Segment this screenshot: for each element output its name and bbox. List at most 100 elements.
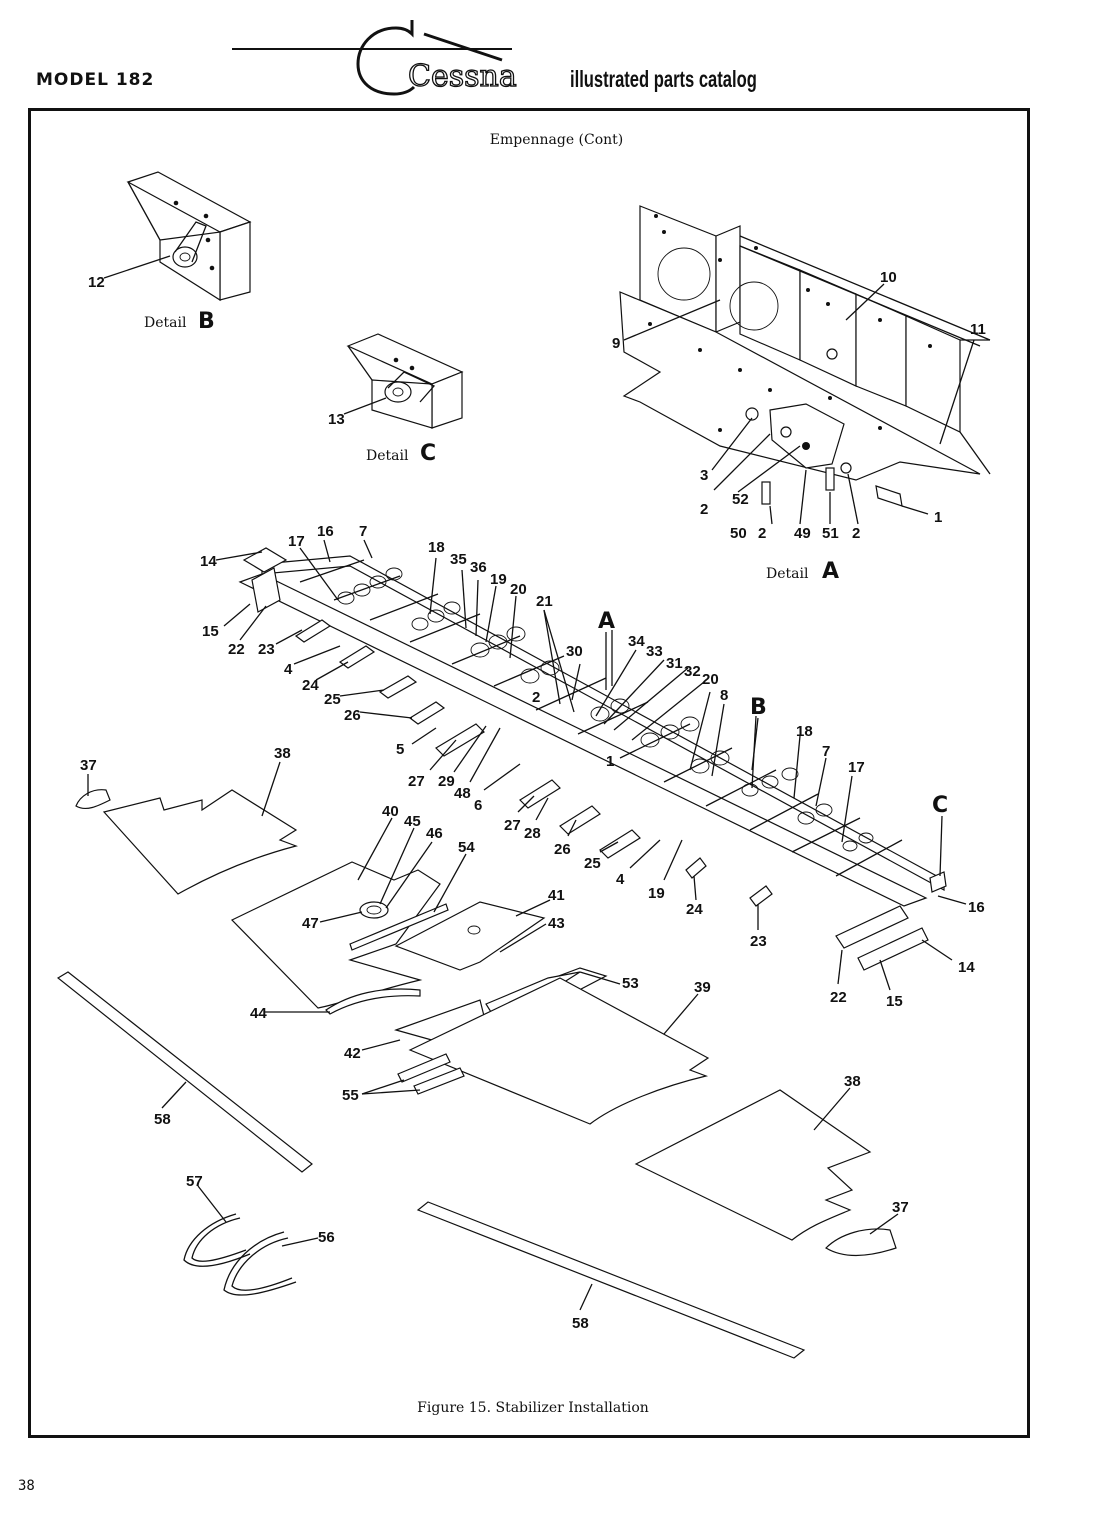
- callout-label: 12: [88, 274, 105, 291]
- callout-label: 51: [822, 525, 839, 542]
- callout-label: 18: [428, 539, 445, 556]
- callout-label: 40: [382, 803, 399, 820]
- callout-label: 30: [566, 643, 583, 660]
- callout-label: 20: [510, 581, 527, 598]
- callout-label: 39: [694, 979, 711, 996]
- callout-label: 44: [250, 1005, 267, 1022]
- callout-label: 41: [548, 887, 565, 904]
- callout-label: 56: [318, 1229, 335, 1246]
- callout-label: 24: [302, 677, 319, 694]
- detail-c-letter: C: [420, 441, 436, 466]
- callout-label: 14: [958, 959, 975, 976]
- callout-label: 37: [892, 1199, 909, 1216]
- detail-a-marker: A: [598, 609, 615, 634]
- callout-label: 58: [154, 1111, 171, 1128]
- callout-label: 50: [730, 525, 747, 542]
- callout-label: 13: [328, 411, 345, 428]
- callout-label: 24: [686, 901, 703, 918]
- catalog-subtitle: illustrated parts catalog: [570, 66, 757, 92]
- callout-label: 54: [458, 839, 475, 856]
- callout-label: 47: [302, 915, 319, 932]
- callout-label: 2: [532, 689, 540, 706]
- callout-label: 2: [852, 525, 860, 542]
- callout-label: 15: [886, 993, 903, 1010]
- callout-label: 17: [288, 533, 305, 550]
- callout-label: 37: [80, 757, 97, 774]
- detail-a-letter: A: [822, 559, 839, 584]
- detail-c-label: Detail: [366, 448, 409, 464]
- callout-label: 35: [450, 551, 467, 568]
- callout-label: 19: [648, 885, 665, 902]
- callout-label: 42: [344, 1045, 361, 1062]
- callout-label: 14: [200, 553, 217, 570]
- callout-label: 4: [284, 661, 293, 678]
- section-title: Empennage (Cont): [489, 132, 624, 148]
- callout-label: 22: [830, 989, 847, 1006]
- callout-label: 55: [342, 1087, 359, 1104]
- callout-label: 3: [700, 467, 708, 484]
- figure-caption: Figure 15. Stabilizer Installation: [417, 1400, 649, 1416]
- cessna-logo: Cessna: [356, 20, 517, 96]
- callout-label: 36: [470, 559, 487, 576]
- callout-label: 2: [700, 501, 708, 518]
- detail-b-marker: B: [750, 695, 767, 720]
- callout-label: 8: [720, 687, 728, 704]
- detail-a-label: Detail: [766, 566, 809, 582]
- cessna-wordmark: Cessna: [408, 59, 517, 94]
- callout-label: 38: [274, 745, 291, 762]
- figure-frame: [28, 108, 1030, 1438]
- callout-label: 6: [474, 797, 482, 814]
- skin-leaders: [87, 761, 899, 1311]
- callout-label: 11: [970, 321, 986, 338]
- callout-label: 22: [228, 641, 245, 658]
- callout-label: 23: [750, 933, 767, 950]
- callout-label: 18: [796, 723, 813, 740]
- callout-label: 31: [666, 655, 683, 672]
- detail-b-drawing: [103, 171, 252, 302]
- callout-label: 27: [504, 817, 521, 834]
- page-number: 38: [18, 1478, 35, 1494]
- callout-label: 15: [202, 623, 219, 640]
- callout-label: 26: [344, 707, 361, 724]
- callout-label: 28: [524, 825, 541, 842]
- callout-label: 29: [438, 773, 455, 790]
- callout-label: 23: [258, 641, 275, 658]
- detail-b-label: Detail: [144, 315, 187, 331]
- callout-label: 21: [536, 593, 553, 610]
- callout-label: 48: [454, 785, 471, 802]
- callout-label: 1: [934, 509, 942, 526]
- callout-label: 34: [628, 633, 645, 650]
- detail-a-drawing: [619, 205, 991, 525]
- detail-b-letter: B: [198, 309, 215, 334]
- callout-label: 57: [186, 1173, 203, 1190]
- detail-c-marker: C: [932, 793, 948, 818]
- model-label: MODEL 182: [36, 70, 155, 90]
- callout-label: 46: [426, 825, 443, 842]
- callout-label: 38: [844, 1073, 861, 1090]
- brand-rule: [232, 48, 512, 50]
- callout-label: 45: [404, 813, 421, 830]
- elevator-skins: [56, 789, 897, 1359]
- callout-label: 25: [324, 691, 341, 708]
- callout-label: 4: [616, 871, 625, 888]
- detail-c-drawing: [343, 333, 464, 429]
- callout-label: 1: [606, 753, 614, 770]
- callout-label: 16: [317, 523, 334, 540]
- callout-label: 16: [968, 899, 985, 916]
- callout-label: 49: [794, 525, 811, 542]
- callout-label: 10: [880, 269, 897, 286]
- stabilizer-structure: [238, 547, 947, 971]
- callout-label: 19: [490, 571, 507, 588]
- callout-label: 43: [548, 915, 565, 932]
- callout-label: 7: [822, 743, 830, 760]
- callout-label: 52: [732, 491, 749, 508]
- callout-label: 26: [554, 841, 571, 858]
- callout-label: 7: [359, 523, 367, 540]
- callout-label: 33: [646, 643, 663, 660]
- callout-label: 17: [848, 759, 865, 776]
- callout-label: 2: [758, 525, 766, 542]
- callout-label: 27: [408, 773, 425, 790]
- callout-label: 32: [684, 663, 701, 680]
